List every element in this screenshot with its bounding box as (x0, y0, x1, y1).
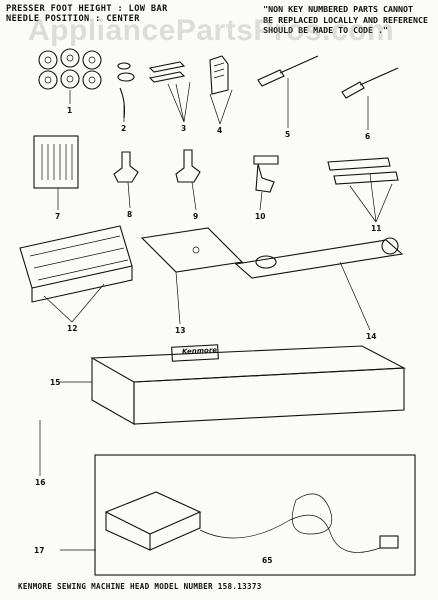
spool-felt-illustration (117, 62, 135, 122)
part-number-1: 1 (67, 106, 73, 115)
part-number-12: 12 (67, 324, 78, 333)
model-number-footer: KENMORE SEWING MACHINE HEAD MODEL NUMBER… (18, 582, 262, 591)
part-number-5: 5 (285, 130, 291, 139)
spool-pins-illustration (148, 61, 191, 123)
needle-packet-illustration (33, 135, 79, 210)
large-screwdriver-illustration (257, 55, 319, 128)
part-number-7: 7 (55, 212, 61, 221)
cam-set-illustration (19, 225, 133, 323)
note-line-1: "NON KEY NUMBERED PARTS CANNOT (263, 4, 414, 14)
part-number-16: 16 (35, 478, 46, 487)
part-number-9: 9 (193, 212, 199, 221)
part-number-2: 2 (121, 124, 127, 133)
thread-guide-illustration (209, 55, 233, 125)
part-number-8: 8 (127, 210, 133, 219)
part-number-11: 11 (371, 224, 382, 233)
accessory-case-illustration (60, 344, 407, 425)
part-number-15: 15 (50, 378, 61, 387)
part-number-13: 13 (175, 326, 186, 335)
replacement-note: "NON KEY NUMBERED PARTS CANNOT BE REPLAC… (263, 4, 428, 36)
part-number-17: 17 (34, 546, 45, 555)
presser-foot-height-label: PRESSER FOOT HEIGHT : LOW BAR (6, 4, 168, 14)
hemmer-foot-illustration (253, 155, 279, 211)
part-number-4: 4 (217, 126, 223, 135)
buttonhole-attachment-illustration (234, 237, 404, 331)
needle-position-label: NEEDLE POSITION : CENTER (6, 14, 140, 24)
small-screwdriver-illustration (341, 67, 399, 130)
part-number-10: 10 (255, 212, 266, 221)
throat-plate-illustration (140, 227, 244, 325)
note-line-3: SHOULD BE MADE TO CODE ." (263, 25, 389, 35)
part-number-6: 6 (365, 132, 371, 141)
bobbin-set-illustration (38, 48, 102, 104)
foot-control-illustration (60, 454, 416, 576)
note-line-2: BE REPLACED LOCALLY AND REFERENCE (263, 14, 428, 25)
zipper-foot-illustration (113, 151, 139, 209)
part-number-14: 14 (366, 332, 377, 341)
part-number-65: 65 (262, 556, 273, 565)
oiler-tubes-illustration (327, 157, 399, 223)
buttonhole-foot-illustration (175, 149, 201, 211)
part-number-3: 3 (181, 124, 187, 133)
